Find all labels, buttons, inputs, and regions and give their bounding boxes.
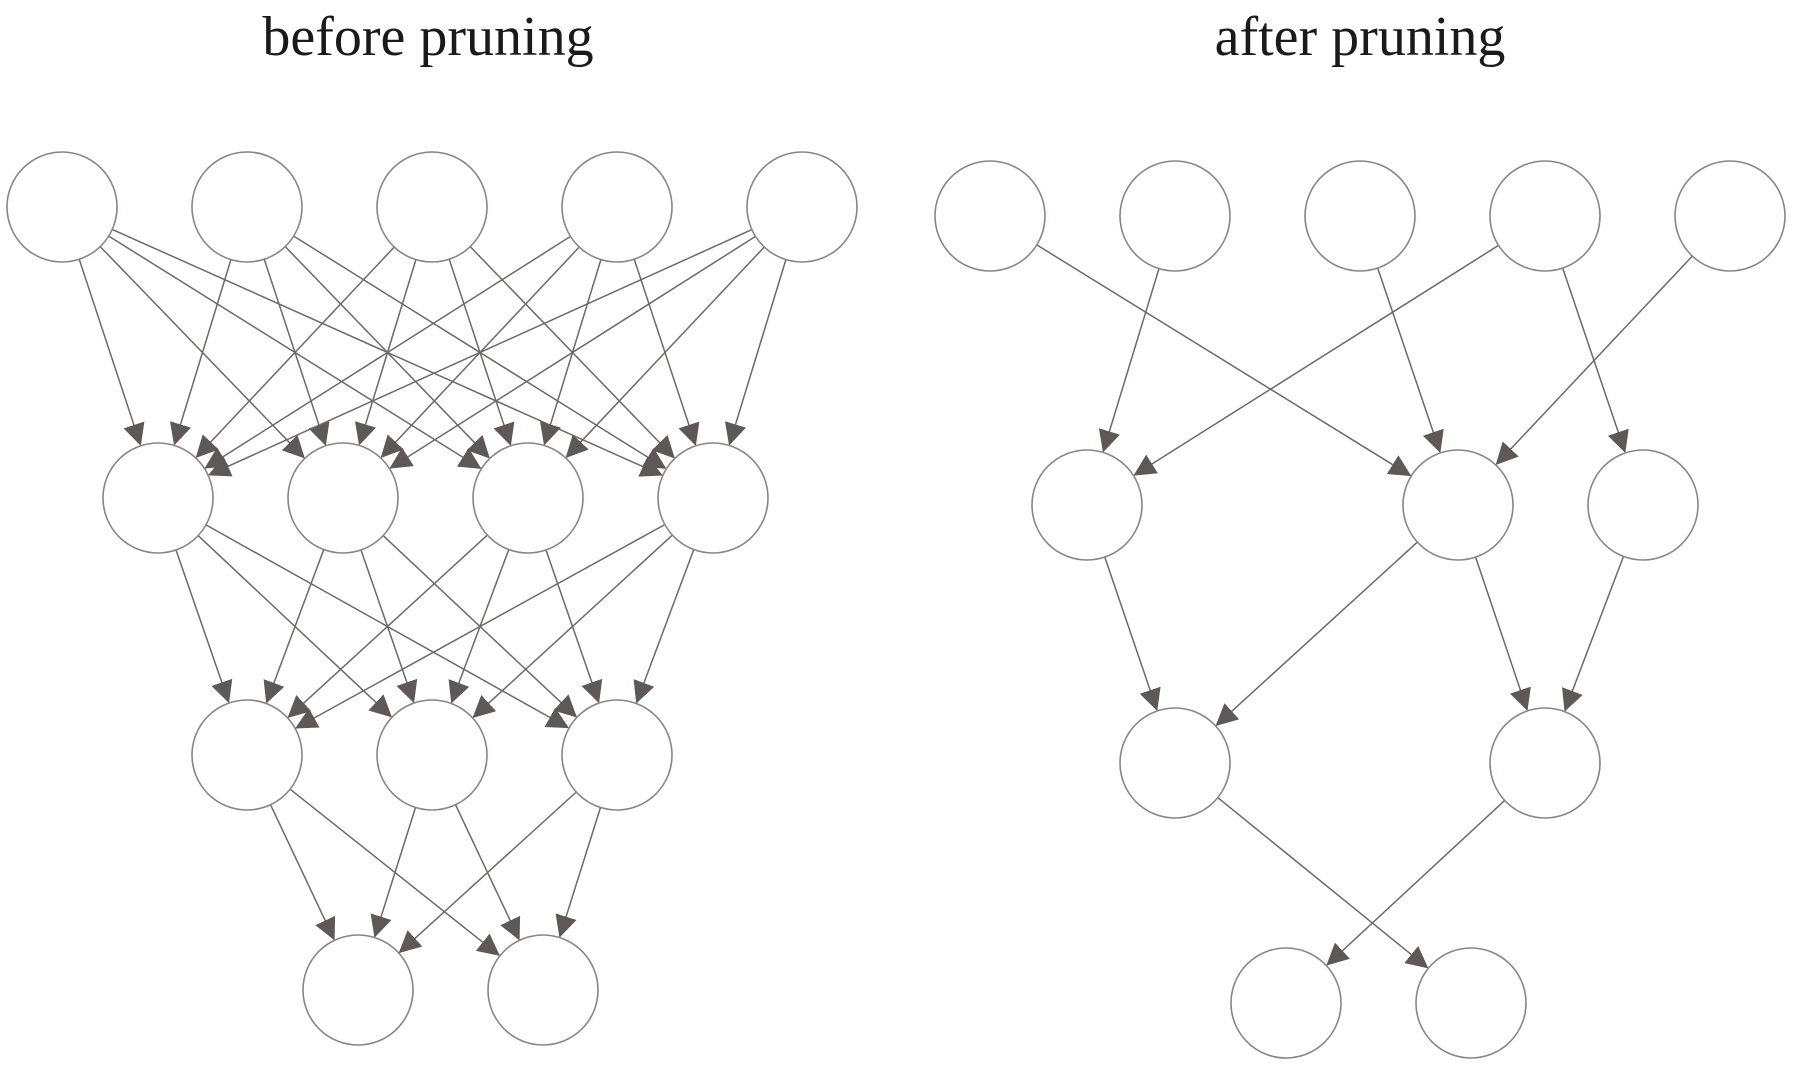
before-node-l1-n2 — [472, 442, 584, 554]
before-edge-l0n0-l1n0 — [78, 258, 145, 446]
before-edge-l0n4-l1n2 — [565, 246, 765, 459]
after-node-l2-n1 — [1489, 707, 1601, 819]
after-edge-l1n0-l2n0 — [1104, 556, 1161, 712]
after-node-l0-n1 — [1119, 160, 1231, 272]
before-node-l0-n4 — [746, 151, 858, 263]
before-edge-l2n1-l3n0 — [370, 807, 417, 938]
after-edge-l0n1-l1n0 — [1098, 268, 1160, 453]
before-node-l0-n0 — [6, 151, 118, 263]
after-edge-l1n2-l2n1 — [1562, 556, 1625, 712]
after-node-l1-n1 — [1402, 449, 1514, 561]
before-edge-l0n3-l1n0 — [204, 235, 571, 469]
after-edge-l2n1-l3n0 — [1326, 799, 1506, 966]
network-before-pruning — [6, 151, 858, 1046]
after-edge-l1n1-l2n1 — [1474, 556, 1531, 711]
before-edge-l0n1-l1n0 — [169, 259, 232, 446]
after-node-l1-n2 — [1587, 449, 1699, 561]
before-edge-l1n3-l2n2 — [633, 549, 695, 704]
edges-after — [1036, 244, 1693, 969]
before-node-l2-n0 — [191, 699, 303, 811]
before-edge-l1n3-l2n0 — [295, 523, 666, 729]
after-edge-l0n3-l1n0 — [1133, 244, 1499, 476]
after-edge-l2n0-l3n1 — [1217, 797, 1429, 969]
before-node-l1-n1 — [287, 442, 399, 554]
after-edge-l0n4-l1n1 — [1495, 255, 1693, 466]
before-node-l1-n0 — [102, 442, 214, 554]
before-node-l0-n3 — [561, 151, 673, 263]
title-after-pruning: after pruning — [1214, 6, 1506, 68]
after-edge-l0n2-l1n1 — [1376, 267, 1444, 454]
edges-before — [78, 228, 787, 956]
before-edge-l0n2-l1n0 — [195, 246, 395, 459]
before-edge-l0n4-l1n3 — [724, 259, 787, 446]
before-edge-l2n0-l3n0 — [269, 804, 336, 941]
after-node-l3-n0 — [1230, 947, 1342, 1059]
nodes-before — [6, 151, 858, 1046]
after-edge-l1n1-l2n0 — [1215, 541, 1418, 727]
after-node-l3-n1 — [1415, 947, 1527, 1059]
nodes-after — [934, 160, 1786, 1059]
before-node-l2-n2 — [561, 699, 673, 811]
after-node-l0-n3 — [1489, 160, 1601, 272]
before-edge-l2n2-l3n0 — [398, 791, 577, 954]
before-node-l2-n1 — [376, 699, 488, 811]
title-before-pruning: before pruning — [262, 6, 594, 68]
after-node-l0-n0 — [934, 160, 1046, 272]
before-node-l3-n0 — [302, 934, 414, 1046]
network-after-pruning — [934, 160, 1786, 1059]
before-node-l1-n3 — [657, 442, 769, 554]
before-node-l3-n1 — [487, 934, 599, 1046]
before-edge-l2n2-l3n1 — [555, 807, 602, 938]
before-edge-l1n2-l2n0 — [287, 534, 488, 718]
before-edge-l1n3-l2n1 — [472, 534, 673, 718]
before-edge-l0n4-l1n1 — [389, 235, 756, 469]
before-edge-l1n1-l2n0 — [263, 549, 325, 704]
after-node-l0-n4 — [1674, 160, 1786, 272]
after-edge-l0n0-l1n1 — [1036, 244, 1412, 477]
before-node-l0-n1 — [191, 151, 303, 263]
before-edge-l0n4-l1n0 — [207, 228, 753, 477]
after-node-l0-n2 — [1304, 160, 1416, 272]
after-node-l2-n0 — [1119, 707, 1231, 819]
before-node-l0-n2 — [376, 151, 488, 263]
before-edge-l1n0-l2n0 — [175, 549, 233, 704]
after-node-l1-n0 — [1031, 449, 1143, 561]
